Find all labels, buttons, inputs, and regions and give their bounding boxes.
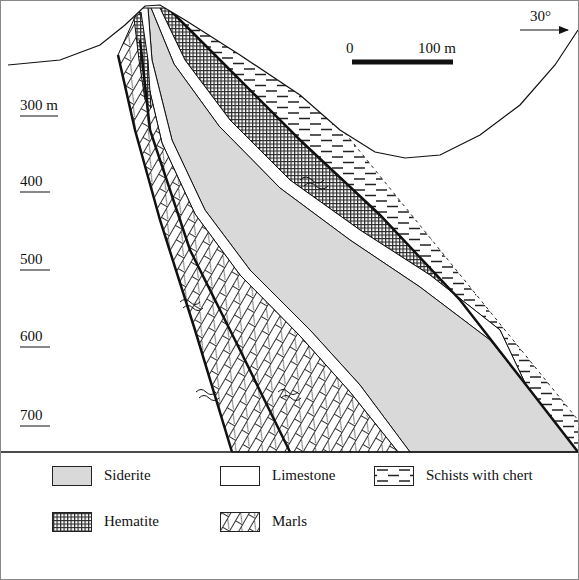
sky: [0, 0, 579, 158]
direction-label: 30°: [530, 8, 551, 25]
depth-label: 700: [20, 407, 43, 424]
scale-bar: [352, 60, 453, 65]
direction-arrow: [520, 29, 568, 30]
depth-label: 300 m: [20, 97, 58, 114]
legend-pattern-fill: [375, 467, 413, 485]
legend-swatch: [220, 512, 260, 532]
legend-swatch: [52, 466, 92, 486]
fold-symbol: [180, 300, 203, 311]
fault-line: [140, 40, 290, 452]
legend-text: Limestone: [272, 467, 335, 484]
scale-label: 100 m: [418, 40, 456, 57]
legend-text: Marls: [272, 513, 307, 530]
legend-swatch: [374, 466, 414, 486]
depth-label: 500: [20, 251, 43, 268]
depth-tick: [20, 116, 58, 426]
legend-text: Schists with chert: [426, 467, 533, 484]
legend-swatch: [220, 466, 260, 486]
legend-text: Siderite: [104, 467, 151, 484]
scale-label: 0: [346, 40, 354, 57]
depth-label: 400: [20, 173, 43, 190]
legend-pattern-fill: [53, 513, 91, 531]
topography: [8, 5, 578, 158]
legend-pattern-fill: [221, 513, 259, 531]
legend-pattern: [375, 467, 413, 485]
legend-text: Hematite: [104, 513, 159, 530]
fold-symbol: [278, 390, 301, 401]
legend-pattern: [53, 513, 91, 531]
fault-line: [118, 55, 232, 452]
legend-separator: [0, 451, 579, 453]
legend-swatch: [52, 512, 92, 532]
fold-symbol: [300, 177, 328, 189]
depth-label: 600: [20, 328, 43, 345]
fold-symbol: [196, 390, 219, 401]
legend-pattern: [221, 513, 259, 531]
